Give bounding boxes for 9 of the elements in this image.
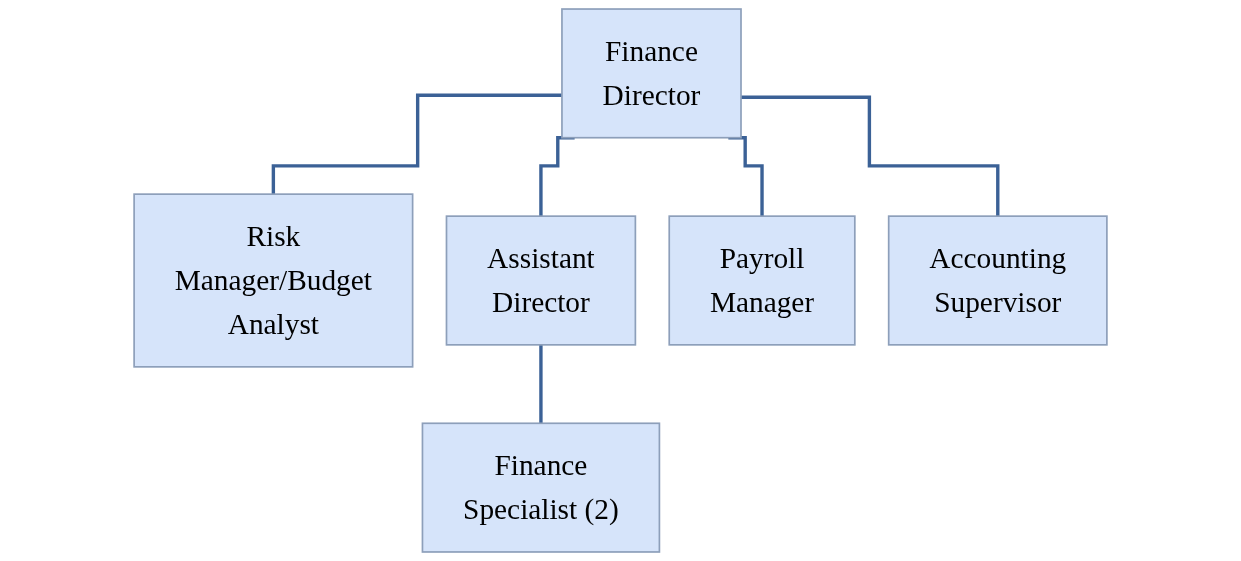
node-box: Finance Specialist (2) [421,422,661,553]
node-box: Assistant Director [445,215,637,346]
node-box: Risk Manager/Budget Analyst [133,193,414,368]
connector [271,93,562,196]
node-box: Payroll Manager [668,215,856,346]
node-box: Accounting Supervisor [887,215,1108,346]
node-box: Finance Director [561,8,742,139]
connector [539,343,543,425]
connector [741,95,1000,218]
